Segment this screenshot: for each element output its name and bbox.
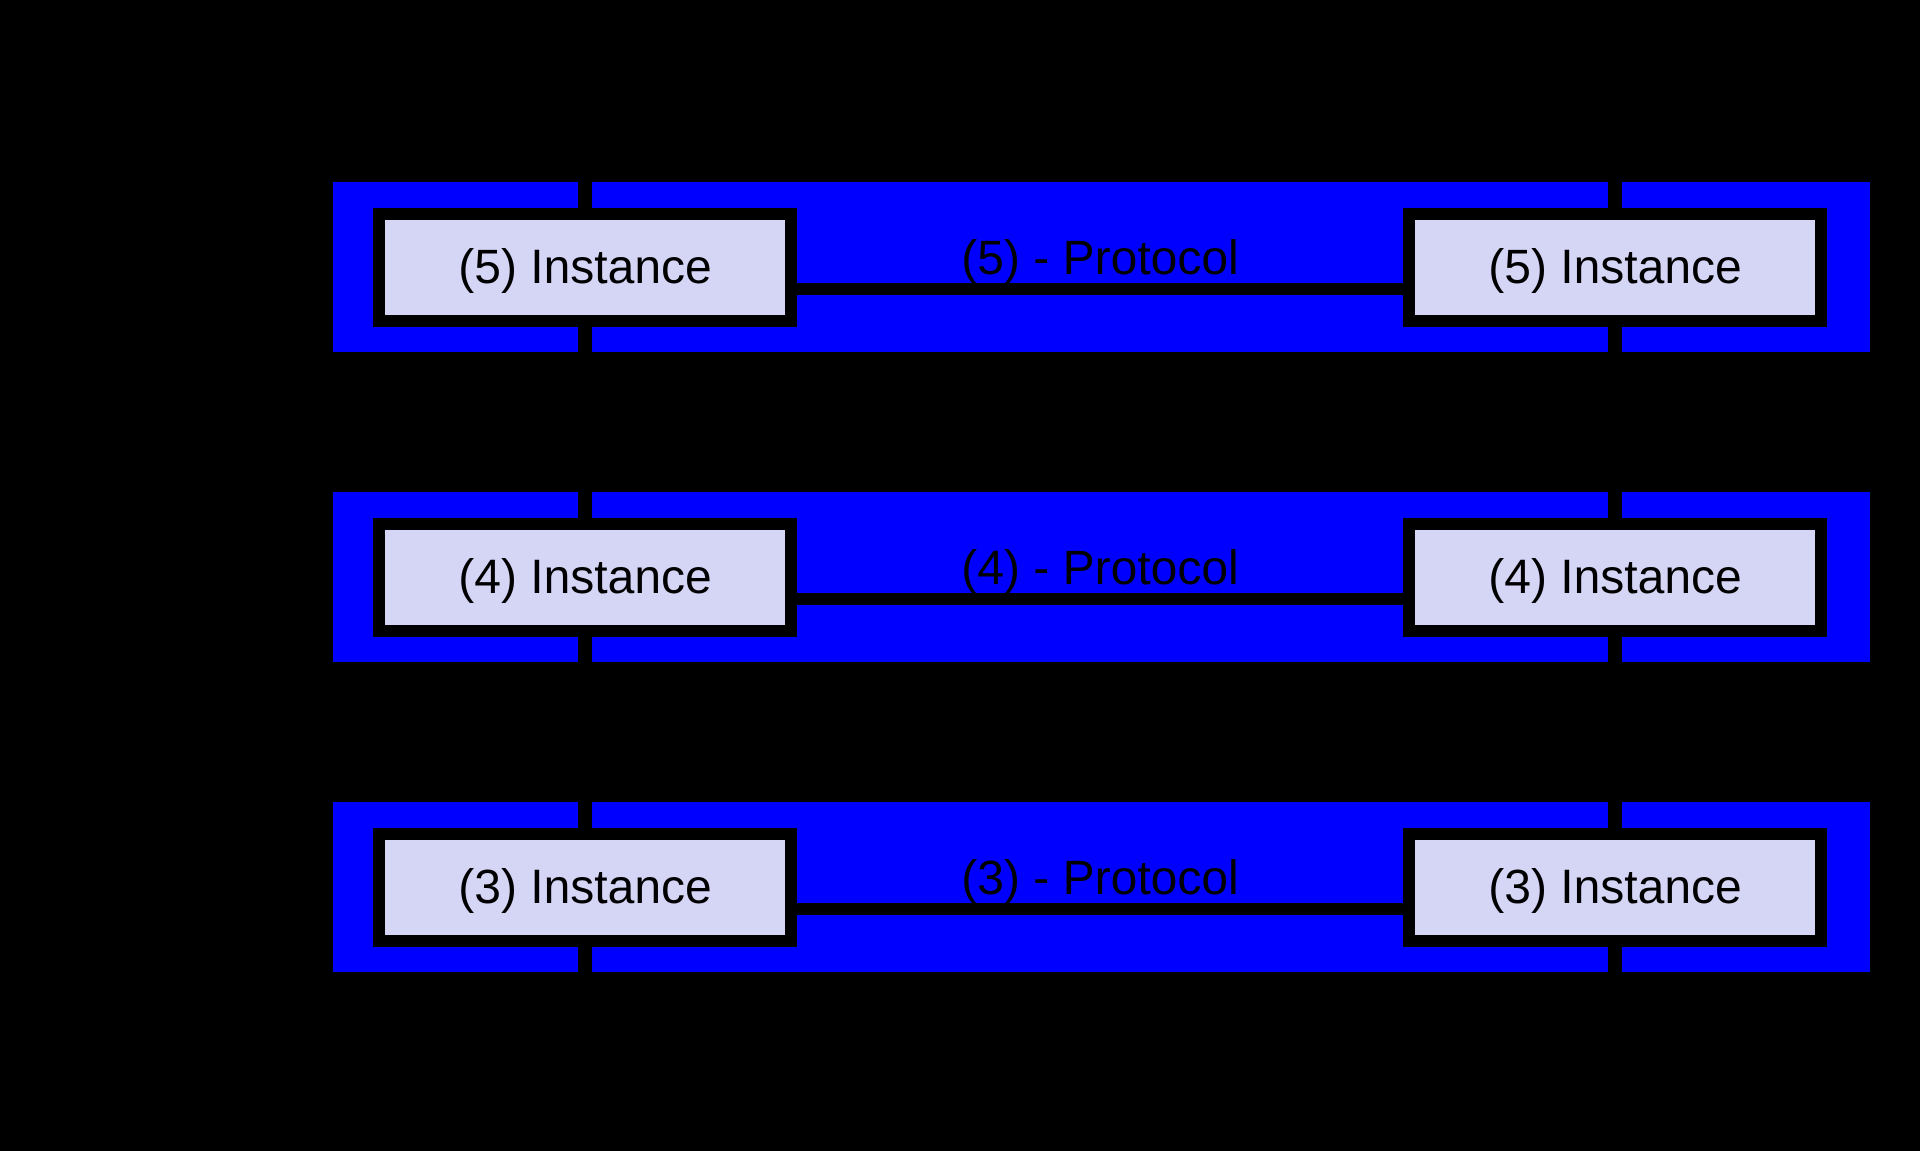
instance-label: (5) Instance	[458, 240, 712, 294]
protocol-label: (3) - Protocol	[961, 852, 1239, 905]
instance-label: (3) Instance	[1488, 860, 1742, 914]
protocol-line	[797, 593, 1403, 605]
instance-label: (4) Instance	[458, 550, 712, 604]
protocol-label: (5) - Protocol	[961, 232, 1239, 285]
protocol-label: (4) - Protocol	[961, 542, 1239, 595]
instance-box-left: (5) Instance	[373, 208, 797, 327]
instance-label: (3) Instance	[458, 860, 712, 914]
instance-box-right: (5) Instance	[1403, 208, 1827, 327]
layer-row-3: (3) Instance (3) - Protocol (3) Instance	[0, 802, 1920, 972]
instance-box-right: (3) Instance	[1403, 828, 1827, 947]
instance-box-left: (4) Instance	[373, 518, 797, 637]
instance-label: (4) Instance	[1488, 550, 1742, 604]
layer-row-5: (5) Instance (5) - Protocol (5) Instance	[0, 182, 1920, 352]
protocol-line	[797, 903, 1403, 915]
instance-box-right: (4) Instance	[1403, 518, 1827, 637]
instance-box-left: (3) Instance	[373, 828, 797, 947]
instance-label: (5) Instance	[1488, 240, 1742, 294]
protocol-line	[797, 283, 1403, 295]
layer-row-4: (4) Instance (4) - Protocol (4) Instance	[0, 492, 1920, 662]
